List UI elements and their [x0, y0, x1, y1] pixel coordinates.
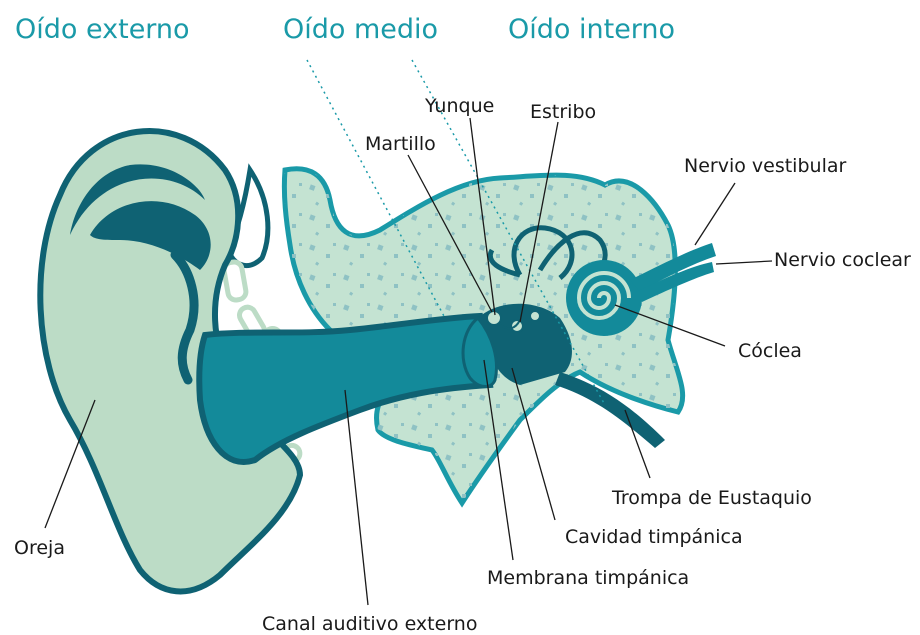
- section-inner-ear: Oído interno: [508, 14, 675, 45]
- section-middle-ear: Oído medio: [283, 14, 438, 45]
- label-oreja: Oreja: [14, 537, 65, 559]
- label-canal-auditivo-externo: Canal auditivo externo: [262, 613, 477, 635]
- label-nervio-coclear: Nervio coclear: [774, 249, 911, 271]
- label-martillo: Martillo: [365, 133, 436, 155]
- label-membrana-timpanica: Membrana timpánica: [487, 567, 689, 589]
- cochlea-spiral: [566, 260, 642, 336]
- label-nervio-vestibular: Nervio vestibular: [684, 155, 846, 177]
- label-cavidad-timpanica: Cavidad timpánica: [565, 526, 743, 548]
- label-yunque: Yunque: [424, 95, 494, 117]
- label-trompa-de-eustaquio: Trompa de Eustaquio: [611, 487, 812, 509]
- label-estribo: Estribo: [530, 101, 596, 123]
- section-outer-ear: Oído externo: [15, 14, 190, 45]
- label-coclea: Cóclea: [738, 340, 802, 362]
